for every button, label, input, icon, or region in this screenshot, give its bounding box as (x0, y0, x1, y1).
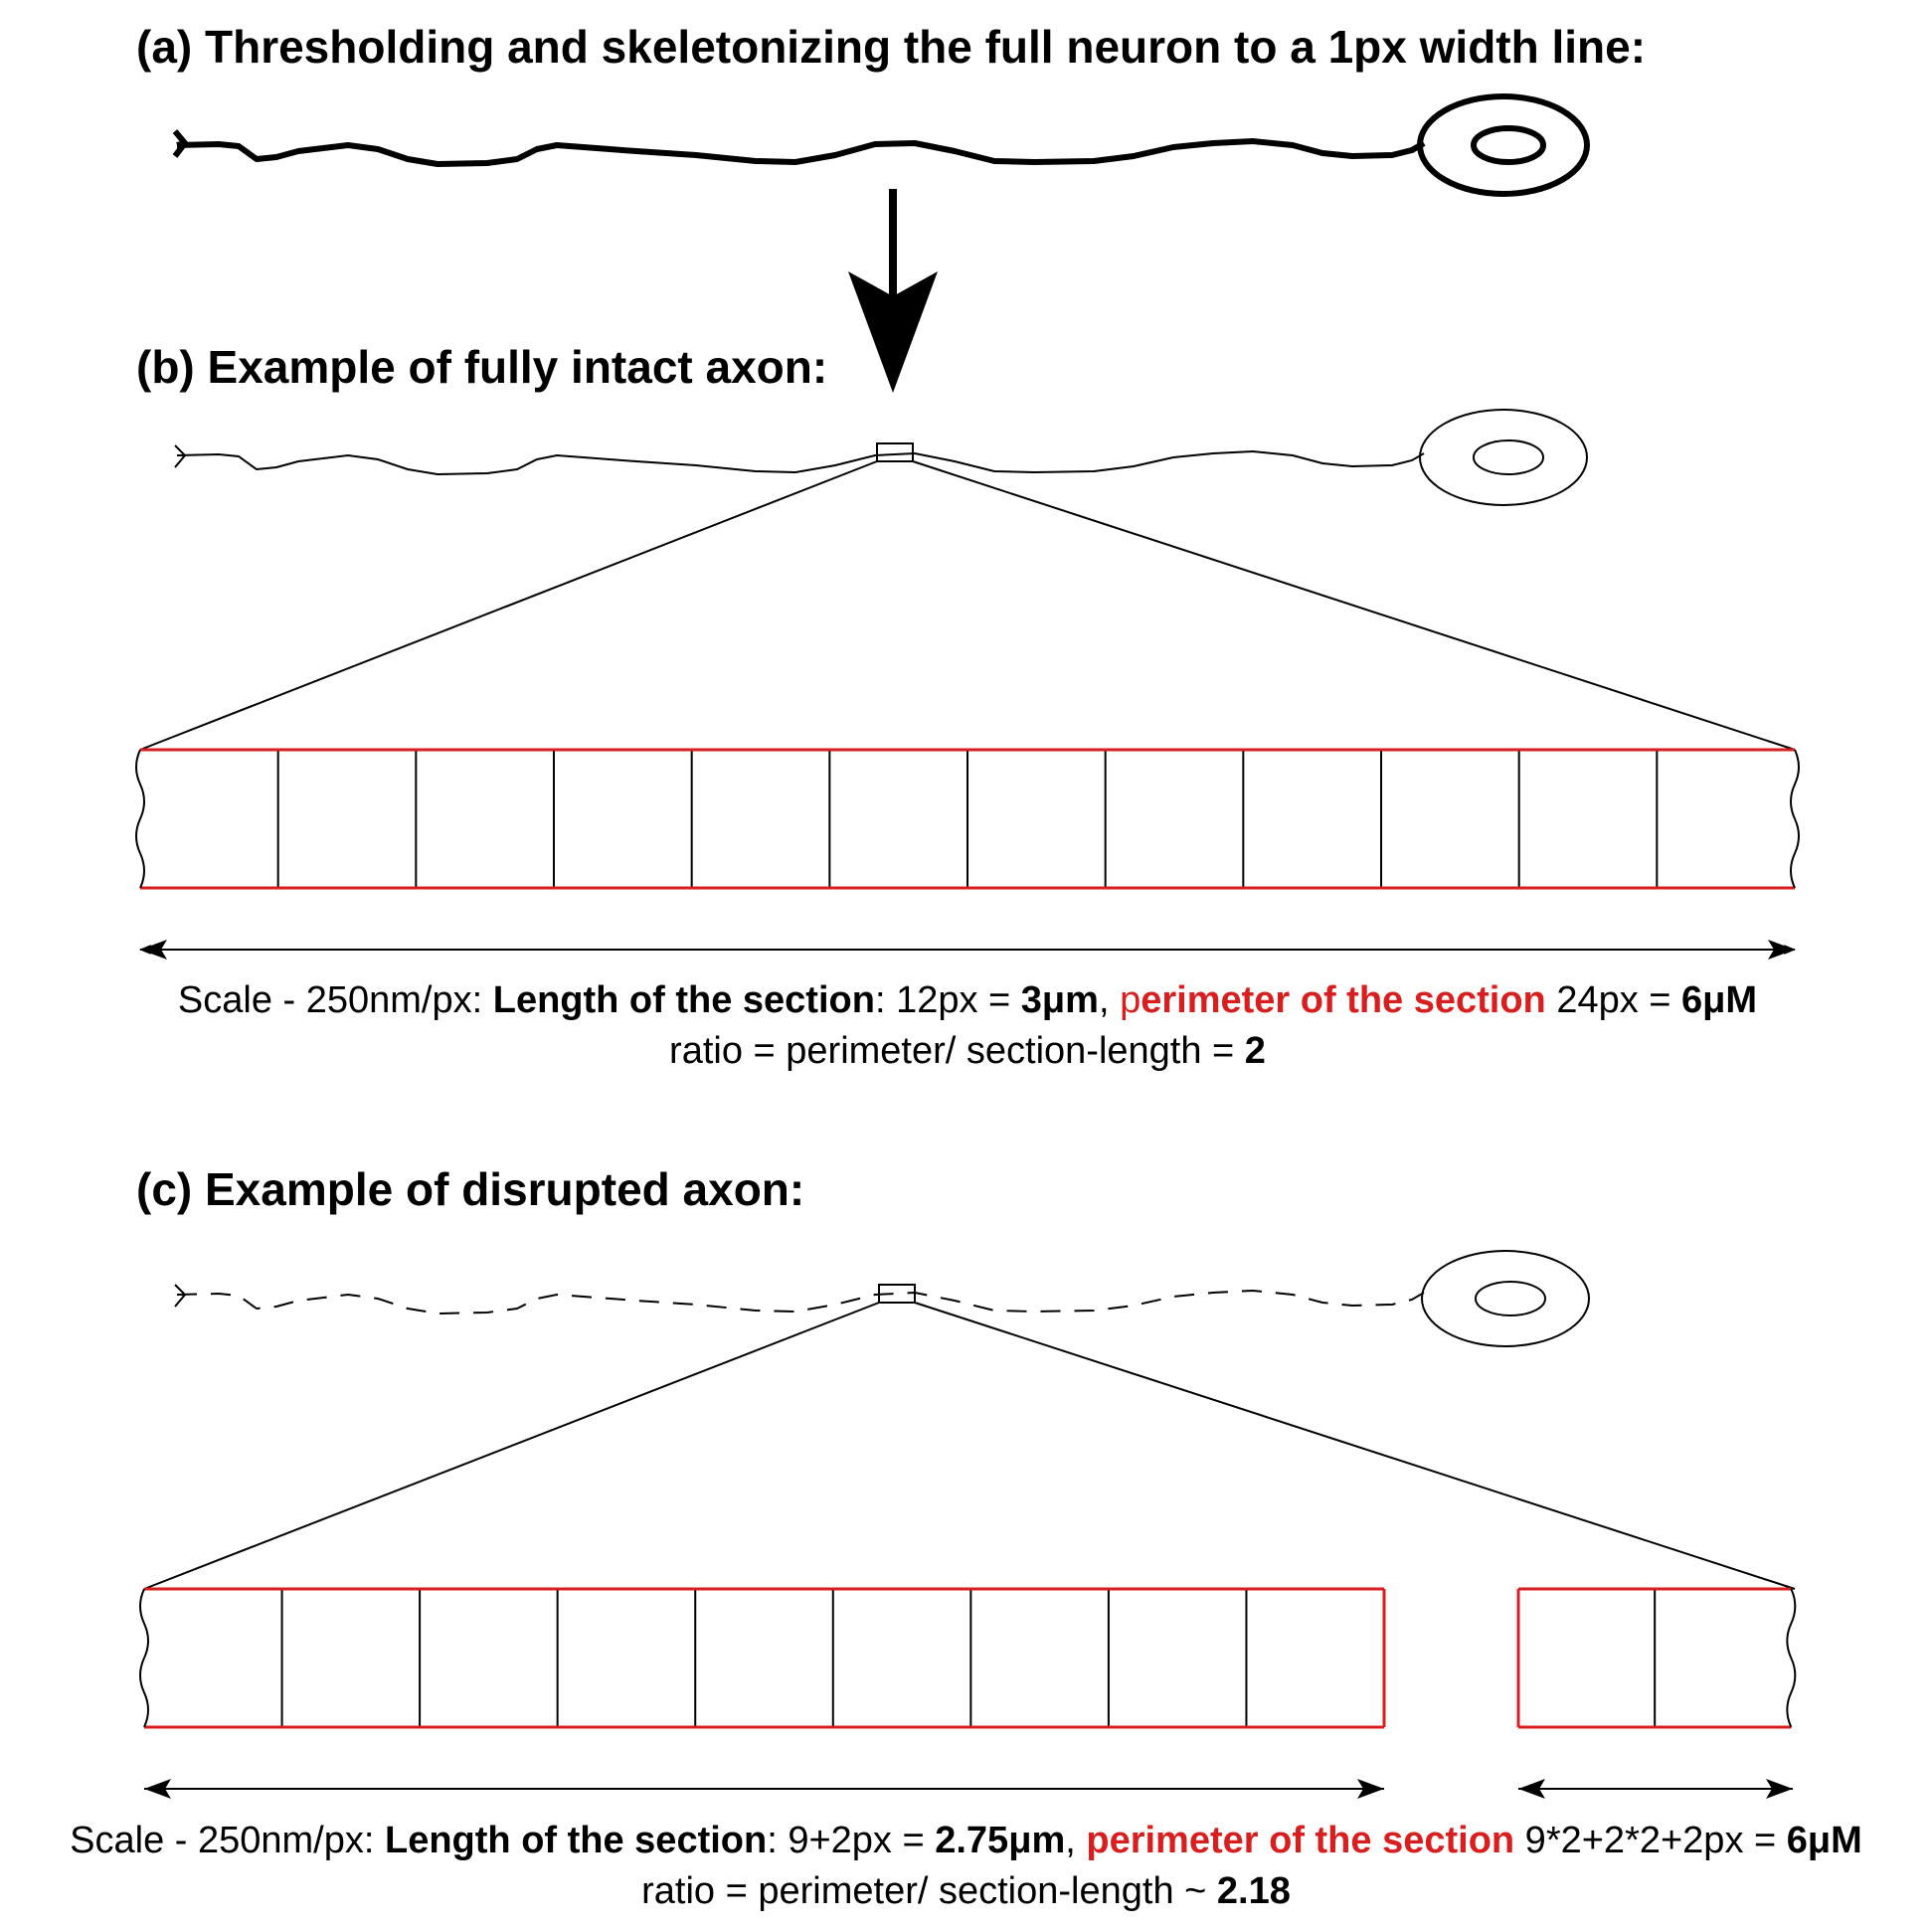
panel-b-heading: (b) Example of fully intact axon: (136, 341, 828, 393)
panel-c-caption-line2: ratio = perimeter/ section-length ~ 2.18 (0, 1870, 1932, 1913)
length-formula: : 12px = (874, 979, 1021, 1021)
zoom-guide-left (139, 460, 878, 751)
axon-terminal-fork (174, 444, 187, 468)
disrupted-section-zoom (139, 1587, 1797, 1729)
cut-edge-left (135, 749, 145, 889)
separator: , (1098, 979, 1121, 1021)
axon-terminal-fork (174, 1284, 187, 1308)
soma-outer (1419, 409, 1588, 506)
disrupted-length-arrows (144, 1779, 1793, 1799)
axon-thick-line (176, 138, 1426, 167)
panel-c-heading: (c) Example of disrupted axon: (136, 1163, 805, 1215)
down-arrow (848, 189, 938, 393)
panel-c-caption-line1: Scale - 250nm/px: Length of the section:… (0, 1820, 1932, 1862)
length-label: Length of the section (385, 1820, 768, 1861)
intact-section-zoom (135, 748, 1800, 890)
cut-edge-left (139, 1588, 149, 1728)
ratio-formula: ratio = perimeter/ section-length = (669, 1030, 1245, 1072)
length-value: 3μm (1020, 979, 1099, 1021)
zoom-guide-left (143, 1302, 880, 1590)
panel-a-heading: (a) Thresholding and skeletonizing the f… (136, 21, 1647, 73)
neuron-intact-skeleton (139, 409, 1796, 751)
panel-b-caption-line1: Scale - 250nm/px: Length of the section:… (134, 979, 1801, 1022)
zoom-guide-right (914, 1302, 1796, 1590)
zoom-selection-box (878, 1284, 916, 1304)
separator: , (1065, 1820, 1087, 1861)
perimeter-value: 6μM (1786, 1820, 1862, 1861)
soma-outer (1421, 1250, 1590, 1347)
axon-skeleton-line (176, 449, 1425, 476)
soma-outer (1417, 93, 1590, 197)
nucleus (1475, 1281, 1546, 1316)
axon-terminal-fork (172, 129, 189, 158)
neuron-full-thick (172, 93, 1590, 197)
perimeter-formula: 24px = (1545, 979, 1682, 1021)
axon-dashed-line (176, 1289, 1425, 1315)
length-value: 2.75μm (935, 1820, 1066, 1861)
zoom-selection-box (876, 442, 914, 462)
perimeter-value: 6μM (1681, 979, 1758, 1021)
scale-text: Scale - 250nm/px: (177, 979, 493, 1021)
perimeter-label: erimeter of the section (1141, 979, 1546, 1021)
ratio-value: 2 (1244, 1030, 1266, 1072)
zoom-guide-right (912, 460, 1796, 751)
length-formula: : 9+2px = (767, 1820, 936, 1861)
perimeter-label-initial: p (1120, 979, 1142, 1021)
cut-edge-right (1790, 749, 1800, 889)
neuron-disrupted-skeleton (143, 1250, 1796, 1590)
scale-text: Scale - 250nm/px: (70, 1820, 385, 1861)
length-label: Length of the section (492, 979, 875, 1021)
nucleus (1471, 125, 1546, 165)
perimeter-formula: 9*2+2*2+2px = (1514, 1820, 1787, 1861)
intact-length-arrow (139, 940, 1796, 960)
ratio-formula: ratio = perimeter/ section-length ~ (641, 1870, 1217, 1912)
cut-edge-right (1786, 1588, 1797, 1728)
nucleus (1473, 439, 1544, 475)
ratio-value: 2.18 (1216, 1870, 1291, 1912)
perimeter-label: perimeter of the section (1086, 1820, 1515, 1861)
panel-b-caption-line2: ratio = perimeter/ section-length = 2 (134, 1030, 1801, 1073)
